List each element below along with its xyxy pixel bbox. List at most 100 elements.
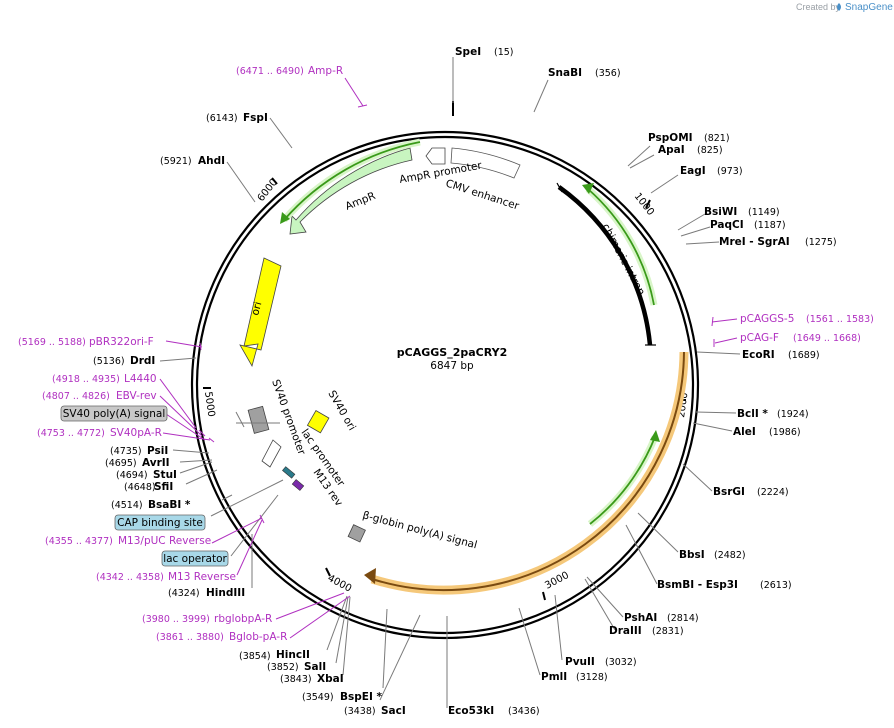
primer-pos-ebv-rev: (4807 .. 4826) bbox=[42, 391, 110, 402]
site-label-psii[interactable]: PsiI bbox=[147, 445, 168, 457]
site-label-draiii[interactable]: DraIII bbox=[609, 625, 642, 637]
primer-label-pbr322ori-f[interactable]: pBR322ori-F bbox=[89, 336, 154, 348]
site-label-saci[interactable]: SacI bbox=[381, 705, 406, 717]
site-label-spei[interactable]: SpeI bbox=[455, 46, 481, 58]
arrow-green-bottom-right bbox=[587, 430, 660, 527]
site-label-bsabi[interactable]: BsaBI * bbox=[148, 499, 191, 511]
feature-ampr-promoter[interactable] bbox=[425, 147, 446, 165]
feature-beta-globin-polya[interactable] bbox=[347, 524, 366, 543]
site-label-bcli[interactable]: BclI * bbox=[737, 408, 768, 420]
primer-label-m13-reverse[interactable]: M13 Reverse bbox=[168, 571, 236, 583]
primer-leaders bbox=[159, 77, 738, 639]
site-label-sali[interactable]: SalI bbox=[304, 661, 326, 673]
site-label-paqci[interactable]: PaqCI bbox=[710, 219, 744, 231]
primer-pos-m13-puc-reverse: (4355 .. 4377) bbox=[45, 536, 113, 547]
feature-lac-promoter[interactable] bbox=[261, 439, 282, 468]
tick-mark-4000 bbox=[325, 567, 331, 577]
site-label-sfii[interactable]: SfiI bbox=[154, 481, 173, 493]
site-label-hindiii[interactable]: HindIII bbox=[206, 587, 245, 599]
tick-label-5000: 5000 bbox=[202, 391, 216, 418]
feature-chimeric-intron[interactable] bbox=[556, 182, 656, 346]
site-label-pspomi[interactable]: PspOMI bbox=[648, 132, 693, 144]
site-pos-snabi: (356) bbox=[595, 68, 621, 79]
label-sv40-ori: SV40 ori bbox=[325, 389, 358, 433]
site-label-alei[interactable]: AleI bbox=[733, 426, 756, 438]
site-pos-paqci: (1187) bbox=[754, 220, 786, 231]
site-label-bbsi[interactable]: BbsI bbox=[679, 549, 705, 561]
primer-pos-bglob-pa-r: (3861 .. 3880) bbox=[156, 632, 224, 643]
arrowhead-icon bbox=[582, 183, 594, 194]
site-pos-eagi: (973) bbox=[717, 166, 743, 177]
site-label-apai[interactable]: ApaI bbox=[658, 144, 685, 156]
site-label-hincii[interactable]: HincII bbox=[276, 649, 310, 661]
site-pos-bspei: (3549) bbox=[302, 692, 334, 703]
box-sv40-polya-signal[interactable]: SV40 poly(A) signal bbox=[60, 405, 168, 422]
site-label-mrei-sgrai[interactable]: MreI - SgrAI bbox=[719, 236, 790, 248]
site-pos-pvuii: (3032) bbox=[605, 657, 637, 668]
primer-label-rbglobpa-r[interactable]: rbglobpA-R bbox=[214, 613, 272, 625]
site-pos-eco53ki: (3436) bbox=[508, 706, 540, 717]
primer-pos-pcaggs-5: (1561 .. 1583) bbox=[806, 314, 874, 325]
primer-label-m13-puc-reverse[interactable]: M13/pUC Reverse bbox=[118, 535, 211, 547]
primer-label-pcag-f[interactable]: pCAG-F bbox=[740, 332, 779, 344]
site-label-fspi[interactable]: FspI bbox=[243, 112, 268, 124]
box-lac-operator[interactable]: lac operator bbox=[161, 550, 229, 567]
site-label-xbai[interactable]: XbaI bbox=[317, 673, 344, 685]
box-cap-binding-site[interactable]: CAP binding site bbox=[114, 514, 206, 531]
tick-label-6000: 6000 bbox=[256, 177, 280, 204]
box-label-lac-operator: lac operator bbox=[163, 553, 227, 565]
site-pos-sali: (3852) bbox=[267, 662, 299, 673]
feature-ampr[interactable] bbox=[289, 147, 413, 235]
credit-prefix: Created by bbox=[796, 2, 841, 12]
site-pos-pshai: (2814) bbox=[667, 613, 699, 624]
primer-label-amp-r[interactable]: Amp-R bbox=[308, 65, 343, 77]
site-label-stui[interactable]: StuI bbox=[153, 469, 177, 481]
site-pos-avrii: (4695) bbox=[105, 458, 137, 469]
site-label-bsiwi[interactable]: BsiWI bbox=[704, 206, 737, 218]
arrow-green-top-right bbox=[582, 183, 658, 306]
site-label-ahdi[interactable]: AhdI bbox=[198, 155, 225, 167]
primer-label-ebv-rev[interactable]: EBV-rev bbox=[116, 390, 157, 402]
box-label-cap-binding: CAP binding site bbox=[117, 517, 203, 529]
cry2-arrowhead-icon bbox=[364, 568, 376, 584]
site-label-snabi[interactable]: SnaBI bbox=[548, 67, 582, 79]
site-label-bsrgi[interactable]: BsrGI bbox=[713, 486, 745, 498]
feature-sv40-promoter[interactable] bbox=[247, 405, 270, 434]
site-label-bspei[interactable]: BspEI * bbox=[340, 691, 383, 703]
site-pos-ahdi: (5921) bbox=[160, 156, 192, 167]
backbone-outer-strand bbox=[190, 130, 700, 640]
feature-cry2-orange-band[interactable] bbox=[364, 351, 689, 595]
primer-pos-amp-r: (6471 .. 6490) bbox=[236, 66, 304, 77]
label-ori: ori bbox=[249, 300, 264, 316]
site-label-eagi[interactable]: EagI bbox=[680, 165, 706, 177]
backbone-inner-strand bbox=[195, 135, 695, 635]
feature-lac-operator-block[interactable] bbox=[282, 466, 296, 479]
site-label-pshai[interactable]: PshAI bbox=[624, 612, 657, 624]
tick-label-1000: 1000 bbox=[632, 191, 656, 218]
site-label-pmli[interactable]: PmlI bbox=[541, 671, 567, 683]
primer-label-sv40pa-r[interactable]: SV40pA-R bbox=[110, 427, 162, 439]
site-label-avrii[interactable]: AvrII bbox=[142, 457, 170, 469]
primer-label-pcaggs-5[interactable]: pCAGGS-5 bbox=[740, 313, 794, 325]
feature-ori[interactable] bbox=[239, 257, 282, 368]
feature-cmv-enhancer[interactable] bbox=[450, 147, 521, 179]
arrow-green-ampr-outer bbox=[280, 138, 421, 224]
feature-sv40-ori[interactable] bbox=[306, 410, 330, 434]
site-pos-psii: (4735) bbox=[110, 446, 142, 457]
site-pos-fspi: (6143) bbox=[206, 113, 238, 124]
plasmid-name: pCAGGS_2paCRY2 bbox=[397, 346, 507, 359]
site-label-pvuii[interactable]: PvuII bbox=[565, 656, 595, 668]
primer-pos-pbr322ori-f: (5169 .. 5188) bbox=[18, 337, 86, 348]
site-pos-hincii: (3854) bbox=[239, 651, 271, 662]
site-label-bsmbi-esp3i[interactable]: BsmBI - Esp3I bbox=[657, 579, 738, 591]
site-pos-pmli: (3128) bbox=[576, 672, 608, 683]
primer-label-l4440[interactable]: L4440 bbox=[124, 373, 157, 385]
feature-m13-rev-block[interactable] bbox=[291, 479, 305, 491]
site-pos-drdi: (5136) bbox=[93, 356, 125, 367]
primer-label-bglob-pa-r[interactable]: Bglob-pA-R bbox=[229, 631, 287, 643]
site-pos-sfii: (4648) bbox=[124, 482, 156, 493]
site-label-eco53ki[interactable]: Eco53kI bbox=[448, 705, 494, 717]
site-label-ecori[interactable]: EcoRI bbox=[742, 349, 775, 361]
arrowhead-icon bbox=[650, 430, 660, 442]
site-label-drdi[interactable]: DrdI bbox=[130, 355, 155, 367]
